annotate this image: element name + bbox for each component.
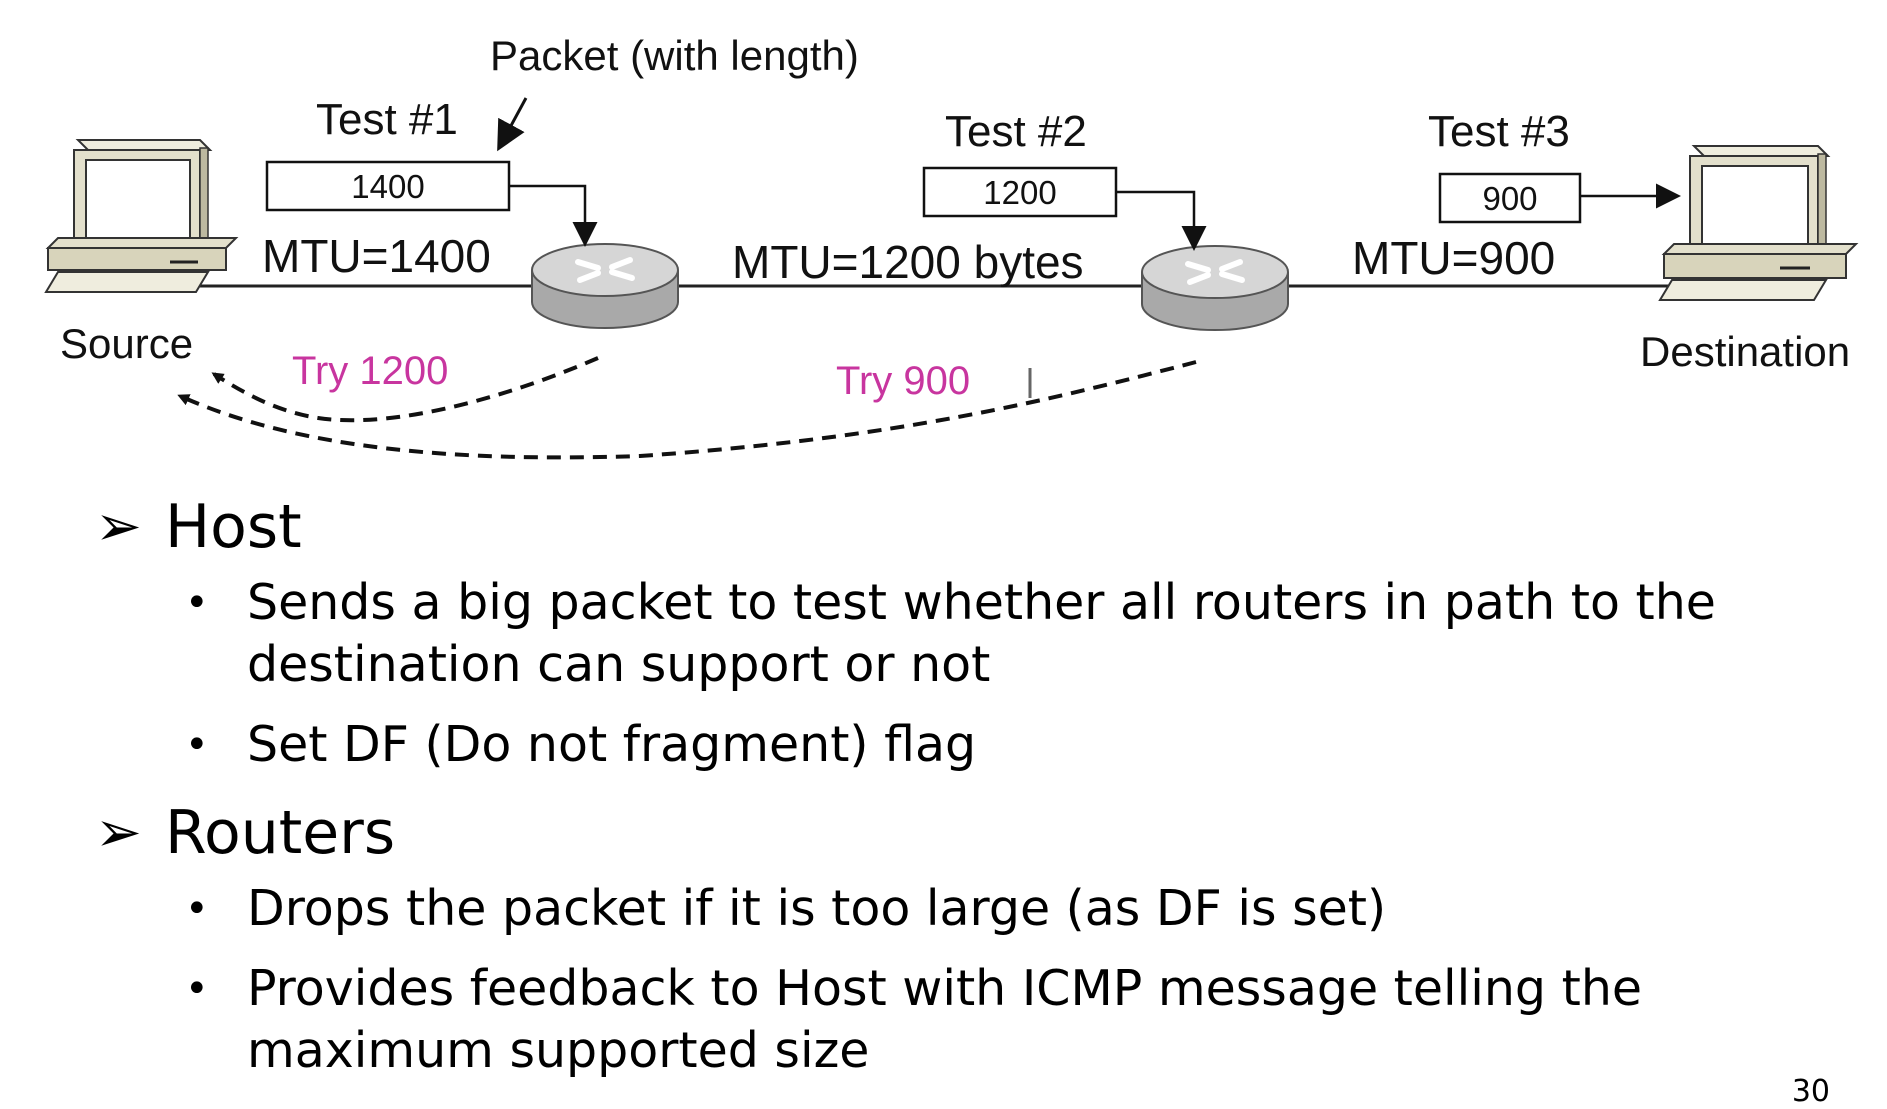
bullet-dot-icon: • (185, 886, 209, 932)
test-2-label: Test #2 (945, 107, 1087, 156)
section-heading: Host (165, 492, 302, 562)
section-routers: ➢ Routers (95, 794, 1855, 872)
feedback-arrow-router-1 (211, 356, 599, 423)
test-2-packet-arrow (1116, 190, 1207, 251)
packet-note-arrow (497, 97, 528, 152)
router-2-icon (1141, 245, 1289, 331)
link-1-mtu-label: MTU=1400 (262, 230, 491, 282)
destination-label: Destination (1640, 328, 1850, 375)
routers-bullet-list: •Drops the packet if it is too large (as… (185, 878, 1855, 1082)
list-item: •Sends a big packet to test whether all … (185, 574, 1716, 693)
section-heading: Routers (165, 798, 396, 868)
section-marker-icon: ➢ (95, 494, 142, 559)
page-number: 30 (1791, 1074, 1830, 1109)
test-1-packet-size: 1400 (351, 168, 424, 205)
source-computer-icon (44, 139, 239, 293)
test-1-packet-arrow (509, 184, 598, 247)
router-1-icon (531, 243, 679, 329)
host-bullet-list: •Sends a big packet to test whether all … (185, 572, 1855, 776)
bullet-dot-icon: • (185, 966, 209, 1012)
list-item: •Drops the packet if it is too large (as… (185, 878, 1855, 940)
link-2-mtu-label: MTU=1200 bytes (732, 236, 1084, 288)
test-3-packet-box (1438, 172, 1582, 224)
test-2-packet-size: 1200 (983, 174, 1056, 211)
packet-note-label: Packet (with length) (490, 32, 859, 79)
test-3-packet-size: 900 (1482, 180, 1537, 217)
feedback-arrow-router-2 (177, 360, 1197, 460)
source-label: Source (60, 320, 193, 367)
path-mtu-discovery-diagram: Packet (with length) Test #1 1400 Test #… (44, 32, 1859, 460)
list-item: •Set DF (Do not fragment) flag (185, 714, 1855, 776)
link-3-mtu-label: MTU=900 (1352, 232, 1555, 284)
destination-computer-icon (1658, 145, 1859, 301)
bullet-dot-icon: • (185, 580, 209, 626)
slide-bullets: ➢ Host •Sends a big packet to test wheth… (95, 488, 1855, 1100)
list-item: •Provides feedback to Host with ICMP mes… (185, 960, 1643, 1079)
test-3-label: Test #3 (1428, 107, 1570, 156)
feedback-label-try-1200: Try 1200 (292, 349, 448, 393)
section-host: ➢ Host (95, 488, 1855, 566)
test-1-label: Test #1 (316, 95, 458, 144)
feedback-label-try-900: Try 900 (836, 359, 970, 403)
test-2-packet-box (922, 166, 1118, 218)
bullet-dot-icon: • (185, 722, 209, 768)
section-marker-icon: ➢ (95, 800, 142, 865)
